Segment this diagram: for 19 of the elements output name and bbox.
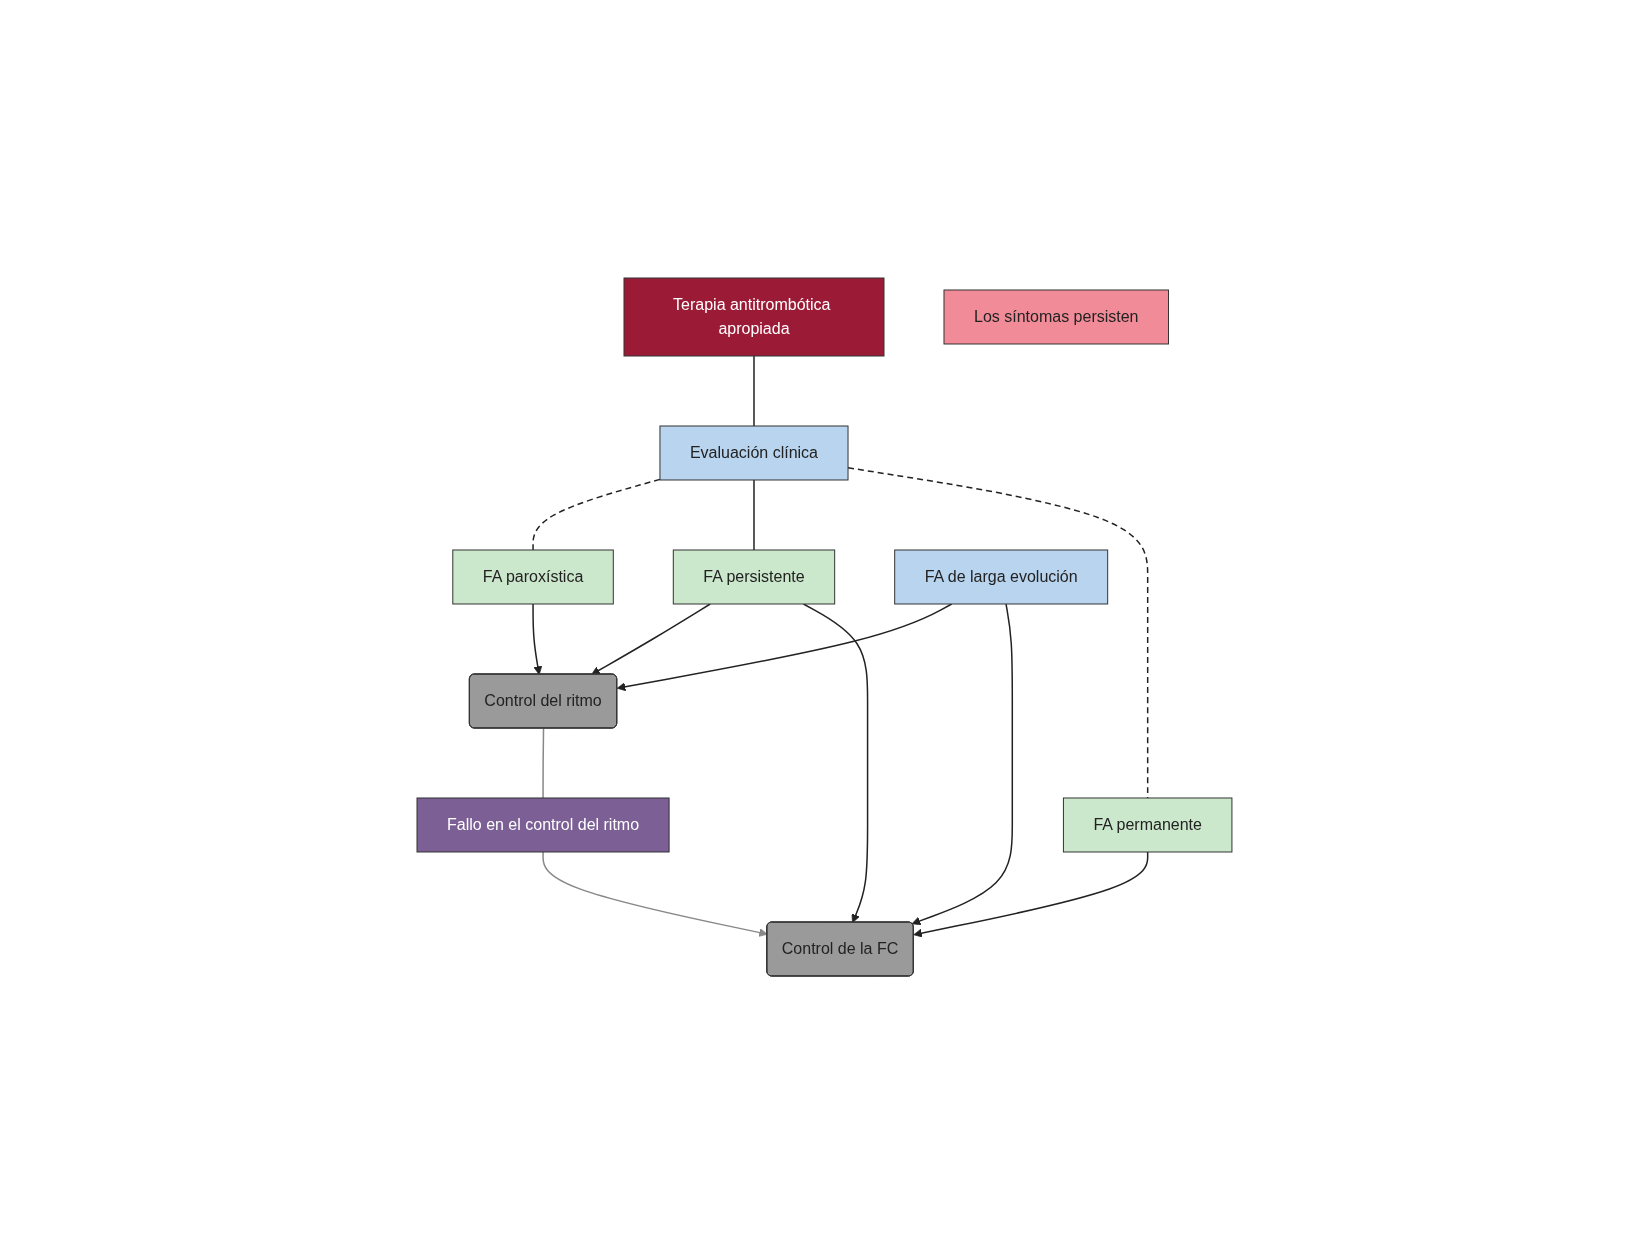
arrow — [531, 602, 542, 675]
node-box: FA paroxística — [451, 549, 614, 604]
arrow — [802, 602, 868, 923]
connector — [531, 478, 661, 551]
node-box: Evaluación clínica — [659, 425, 849, 480]
node-box: FA persistente — [672, 549, 835, 604]
connector — [541, 727, 544, 799]
arrow — [590, 602, 711, 675]
arrow — [911, 602, 1013, 925]
arrow — [541, 850, 768, 937]
node-box: Los síntomas persisten — [943, 289, 1169, 344]
node-box: FA de larga evolución — [893, 549, 1108, 604]
node-box: Fallo en el control del ritmo — [416, 797, 670, 852]
connector — [752, 354, 755, 427]
node-box: Terapia antitrombótica apropiada — [623, 277, 884, 356]
arrow — [616, 602, 952, 691]
node-box: FA permanente — [1062, 797, 1232, 852]
arrow — [912, 850, 1148, 937]
connector — [752, 478, 755, 551]
